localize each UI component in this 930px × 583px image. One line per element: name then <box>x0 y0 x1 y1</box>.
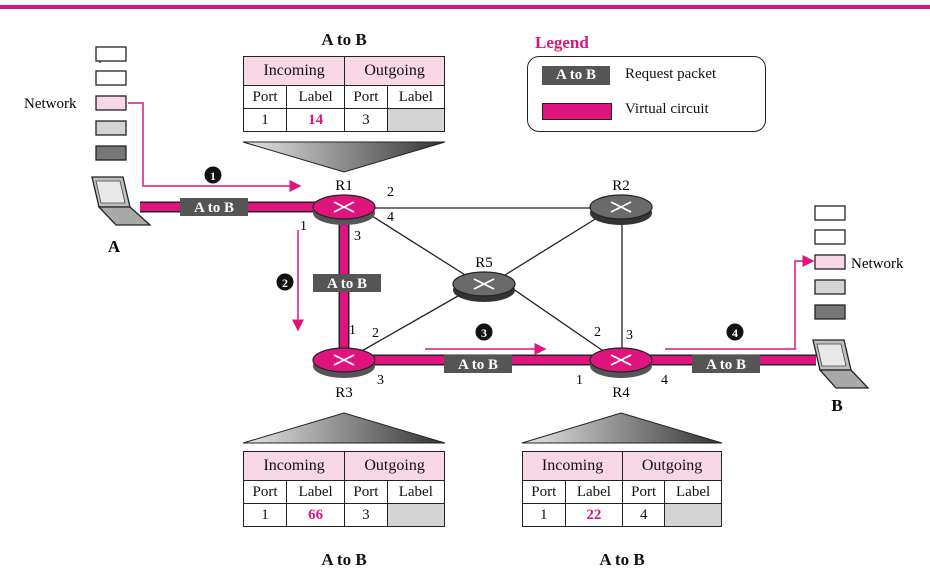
col-port: Port <box>242 480 288 504</box>
incoming-header: Incoming <box>242 451 346 481</box>
r4-table-callout <box>521 412 723 444</box>
incoming-header: Incoming <box>242 56 346 86</box>
r1-label-table: Incoming Outgoing Port Label Port Label … <box>242 56 446 132</box>
svg-text:A to B: A to B <box>327 276 367 292</box>
r1-table-title: A to B <box>321 30 367 49</box>
out-label <box>386 108 446 132</box>
host-a-label: A <box>108 237 121 256</box>
outgoing-header: Outgoing <box>344 56 445 86</box>
router-r2-label: R2 <box>612 178 630 194</box>
col-port: Port <box>344 85 388 109</box>
in-label: 66 <box>286 503 346 527</box>
r3-table-title: A to B <box>321 550 367 569</box>
svg-text:4: 4 <box>387 210 394 225</box>
router-r5-label: R5 <box>475 255 493 271</box>
out-port: 3 <box>344 503 388 527</box>
col-port: Port <box>344 480 388 504</box>
svg-text:2: 2 <box>372 326 379 341</box>
host-b-label: B <box>831 396 842 415</box>
svg-text:A to B: A to B <box>458 357 498 373</box>
step-marker-2: 2 <box>276 273 294 291</box>
svg-text:2: 2 <box>594 325 601 340</box>
col-label: Label <box>564 480 624 504</box>
svg-text:4: 4 <box>661 373 668 388</box>
router-r3-label: R3 <box>335 385 353 401</box>
col-port: Port <box>522 480 566 504</box>
out-label <box>386 503 446 527</box>
step-marker-3: 3 <box>475 323 493 341</box>
network-stack-a <box>95 46 127 161</box>
svg-text:4: 4 <box>732 326 738 340</box>
in-port: 1 <box>242 503 288 527</box>
router-r3 <box>312 347 376 378</box>
svg-text:1: 1 <box>300 219 307 234</box>
col-label: Label <box>286 85 346 109</box>
svg-text:A to B: A to B <box>194 200 234 216</box>
packet-r1-r3: A to B <box>313 274 381 292</box>
r1-table-callout <box>242 141 446 173</box>
top-rule <box>0 5 930 9</box>
in-label: 14 <box>286 108 346 132</box>
col-label: Label <box>386 85 446 109</box>
legend-request-packet-label: Request packet <box>625 66 717 82</box>
outgoing-header: Outgoing <box>622 451 722 481</box>
svg-text:1: 1 <box>210 169 216 183</box>
out-port: 4 <box>622 503 666 527</box>
laptop-b-icon <box>812 339 870 389</box>
router-r2 <box>589 194 653 225</box>
network-stack-b <box>814 205 846 320</box>
svg-text:3: 3 <box>354 229 361 244</box>
svg-text:1: 1 <box>349 323 356 338</box>
svg-text:A to B: A to B <box>706 357 746 373</box>
out-port: 3 <box>344 108 388 132</box>
flow-arrows <box>128 102 815 355</box>
in-port: 1 <box>522 503 566 527</box>
svg-text:3: 3 <box>626 328 633 343</box>
in-label: 22 <box>564 503 624 527</box>
r4-label-table: Incoming Outgoing Port Label Port Label … <box>521 451 722 527</box>
svg-text:2: 2 <box>282 276 288 290</box>
incoming-header: Incoming <box>521 451 624 481</box>
r3-label-table: Incoming Outgoing Port Label Port Label … <box>242 451 446 527</box>
step-marker-1: 1 <box>204 166 222 184</box>
network-links <box>345 207 623 361</box>
packet-ab: A to B <box>180 198 248 216</box>
outgoing-header: Outgoing <box>344 451 445 481</box>
col-label: Label <box>664 480 722 504</box>
out-label <box>664 503 722 527</box>
svg-text:2: 2 <box>387 185 394 200</box>
legend-title: Legend <box>535 33 589 52</box>
step-marker-4: 4 <box>726 323 744 341</box>
col-port: Port <box>242 85 288 109</box>
router-r1 <box>312 194 376 225</box>
svg-text:3: 3 <box>481 326 487 340</box>
port-labels: 1 2 3 4 1 2 3 1 2 3 4 <box>300 185 668 388</box>
network-b-label: Network <box>851 256 904 272</box>
network-a-label: Network <box>24 96 77 112</box>
packet-r3-r4: A to B <box>444 355 512 373</box>
router-r4 <box>589 347 653 378</box>
col-label: Label <box>286 480 346 504</box>
in-port: 1 <box>242 108 288 132</box>
router-r4-label: R4 <box>612 385 630 401</box>
router-r1-label: R1 <box>335 178 353 194</box>
router-r5 <box>452 271 516 302</box>
legend-virtual-circuit-swatch <box>542 103 612 120</box>
legend-request-packet-chip: A to B <box>542 66 610 85</box>
col-label: Label <box>386 480 446 504</box>
legend-box <box>527 56 766 132</box>
legend-virtual-circuit-label: Virtual circuit <box>625 101 709 117</box>
r4-table-title: A to B <box>599 550 645 569</box>
col-port: Port <box>622 480 666 504</box>
laptop-a-icon <box>91 176 152 226</box>
r3-table-callout <box>242 412 446 444</box>
packet-r4-b: A to B <box>692 355 760 373</box>
svg-text:3: 3 <box>377 373 384 388</box>
svg-text:1: 1 <box>576 373 583 388</box>
